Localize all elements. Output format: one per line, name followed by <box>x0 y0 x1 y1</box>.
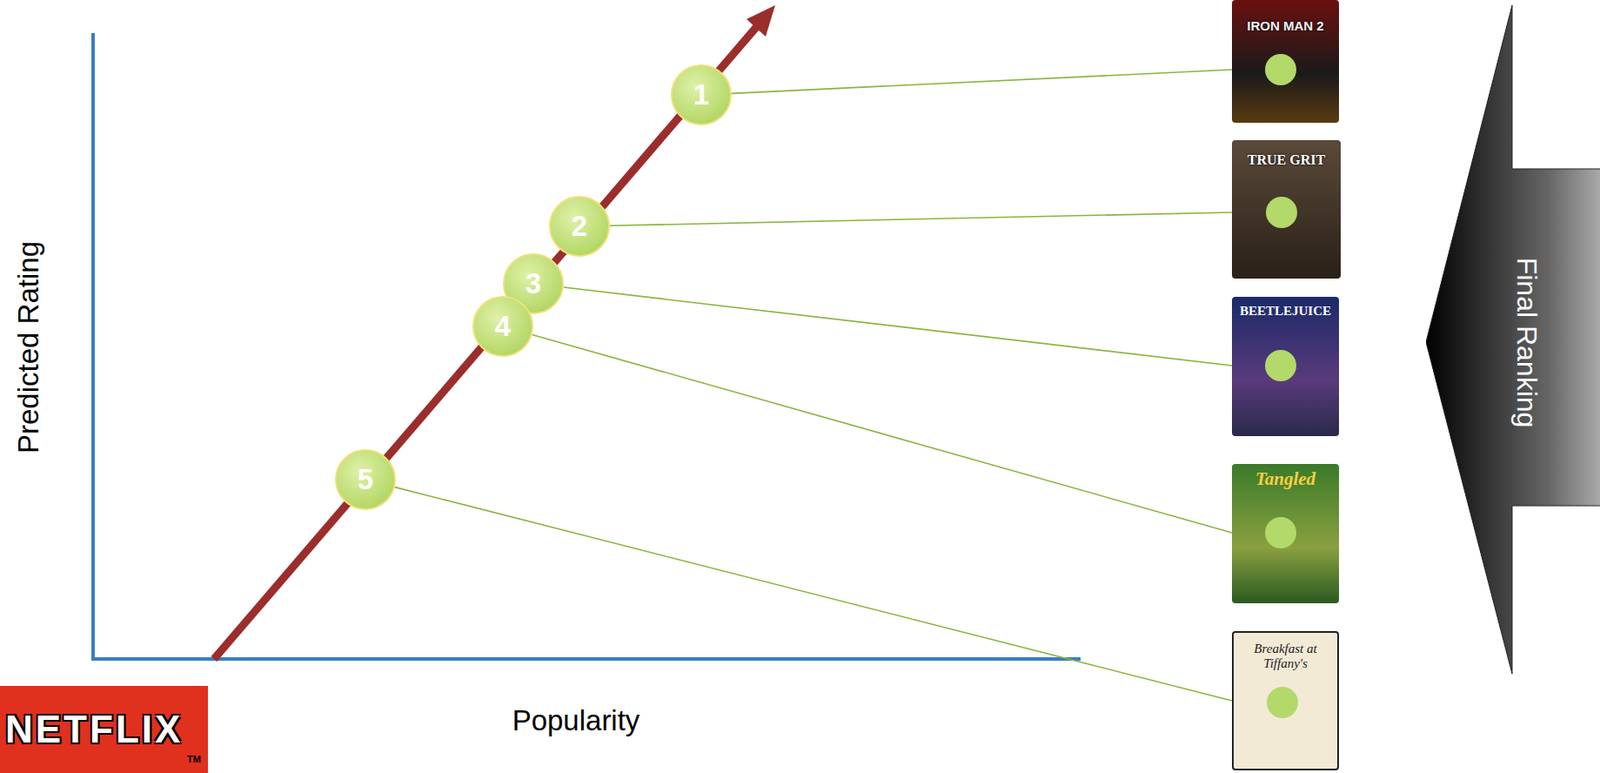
movie-poster: Breakfast at Tiffany's <box>1231 630 1339 770</box>
node-text: 2 <box>571 209 588 243</box>
leader-connector <box>394 487 1232 701</box>
rank-circle: 5 <box>334 448 396 510</box>
node-text: 1 <box>693 78 710 112</box>
poster-dot <box>1265 516 1297 549</box>
movie-poster: Tangled <box>1231 463 1339 603</box>
node-text: IRON MAN 2 <box>1235 19 1336 34</box>
final-ranking-arrow: Final Ranking <box>1425 5 1600 674</box>
trend-arrow-shaft <box>214 24 759 659</box>
node-text: 5 <box>357 462 374 496</box>
poster-dot <box>1266 686 1299 718</box>
axis-label: Predicted Rating <box>12 241 46 454</box>
netflix-logo: NETFLIX TM <box>0 685 208 773</box>
node-text: TRUE GRIT <box>1235 152 1338 168</box>
axis-label: Popularity <box>512 703 641 737</box>
node-text: 3 <box>525 267 542 301</box>
trend-arrow-head <box>746 5 776 37</box>
node-text: Final Ranking <box>1511 256 1544 428</box>
movie-poster: TRUE GRIT <box>1231 140 1341 279</box>
poster-dot <box>1265 349 1297 382</box>
leader-connector <box>731 69 1232 94</box>
node-text: Breakfast at Tiffany's <box>1237 641 1334 670</box>
node-text: NETFLIX <box>5 707 183 751</box>
node-text: BEETLEJUICE <box>1235 303 1336 319</box>
leader-connector <box>563 287 1232 366</box>
node-text: 4 <box>495 309 511 343</box>
rank-circle: 2 <box>548 195 610 257</box>
x-axis <box>91 656 1081 661</box>
movie-poster: BEETLEJUICE <box>1231 296 1339 436</box>
y-axis <box>91 33 95 661</box>
leader-connector <box>609 212 1232 226</box>
node-text: TM <box>187 753 201 764</box>
poster-dot <box>1265 196 1298 228</box>
poster-dot <box>1265 53 1297 86</box>
node-text: Tangled <box>1235 468 1336 489</box>
movie-poster: IRON MAN 2 <box>1231 0 1339 123</box>
rank-circle: 4 <box>472 295 534 357</box>
rank-circle: 1 <box>670 64 732 126</box>
leader-connector <box>532 334 1232 533</box>
